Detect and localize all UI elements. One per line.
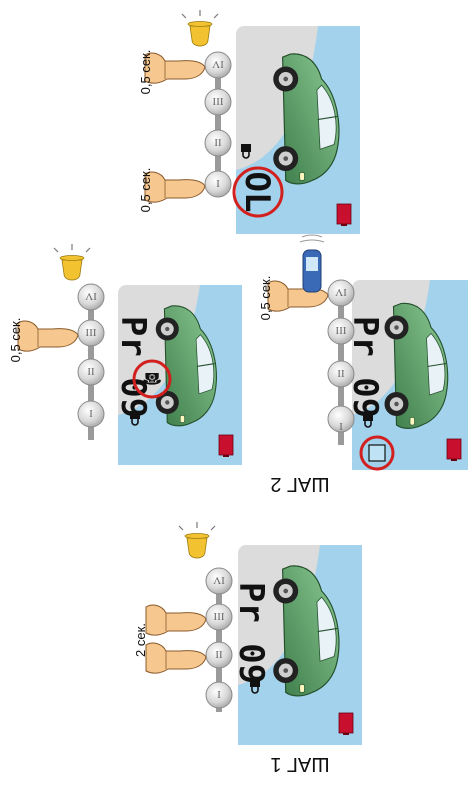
highlight-ring xyxy=(132,359,172,399)
bell-icon xyxy=(53,243,91,281)
bell-icon xyxy=(181,9,219,47)
panel-step2-bottom: Pr 09 IV III II I 0,5 сек. xyxy=(258,234,468,471)
svg-text:II: II xyxy=(214,136,222,148)
button-iv[interactable]: IV xyxy=(204,51,232,79)
button-iv[interactable]: IV xyxy=(77,283,105,311)
finger-icon xyxy=(145,604,207,636)
press-duration-label: 2 сек. xyxy=(133,623,148,657)
svg-text:III: III xyxy=(335,324,346,336)
svg-text:I: I xyxy=(339,420,343,432)
keyfob-display-icon xyxy=(368,444,386,462)
lcd-display: Pr 09 xyxy=(345,280,468,471)
battery-icon xyxy=(338,712,354,736)
svg-text:III: III xyxy=(213,610,224,622)
button-column: IV III II I xyxy=(205,567,233,712)
svg-text:III: III xyxy=(85,326,96,338)
press-duration-label: 0,5 сек. xyxy=(138,50,153,95)
button-i[interactable]: I xyxy=(327,405,355,433)
button-iii[interactable]: III xyxy=(205,603,233,631)
highlight-ring xyxy=(232,166,284,218)
svg-text:I: I xyxy=(217,688,221,700)
button-iii[interactable]: III xyxy=(327,317,355,345)
battery-icon xyxy=(218,434,234,458)
svg-text:II: II xyxy=(215,648,223,660)
press-duration-label: 0,5 сек. xyxy=(8,318,23,363)
button-iii[interactable]: III xyxy=(77,319,105,347)
button-i[interactable]: I xyxy=(205,681,233,709)
press-duration-label: 0,5 сек. xyxy=(138,168,153,213)
press-duration-label: 0,5 сек. xyxy=(258,276,273,321)
svg-text:III: III xyxy=(212,95,223,107)
step-1-title: ШАГ 1 xyxy=(270,753,329,775)
button-ii[interactable]: II xyxy=(205,641,233,669)
button-ii[interactable]: II xyxy=(327,360,355,388)
lcd-text: Pr 09 xyxy=(113,316,153,418)
panel-top-right: OL IV III II I 0,5 сек. 0,5 сек. xyxy=(138,9,360,234)
svg-text:II: II xyxy=(337,367,345,379)
svg-text:IV: IV xyxy=(212,58,224,70)
svg-text:IV: IV xyxy=(213,574,225,586)
button-ii[interactable]: II xyxy=(204,129,232,157)
button-column: IV III II I xyxy=(204,51,232,198)
button-column: IV III II I xyxy=(327,279,355,445)
svg-text:IV: IV xyxy=(85,290,97,302)
lcd-display: Pr 09 xyxy=(231,545,362,745)
button-ii[interactable]: II xyxy=(77,358,105,386)
svg-text:I: I xyxy=(216,177,220,189)
finger-icon xyxy=(17,320,79,352)
svg-text:IV: IV xyxy=(335,286,347,298)
button-i[interactable]: I xyxy=(204,170,232,198)
finger-icon xyxy=(145,642,207,674)
svg-text:I: I xyxy=(89,407,93,419)
svg-text:II: II xyxy=(87,365,95,377)
button-iii[interactable]: III xyxy=(204,88,232,116)
panel-step1: Pr 09 IV III II I 2 сек. xyxy=(133,521,362,745)
battery-icon xyxy=(336,203,352,227)
lcd-text: OL xyxy=(237,172,277,213)
remote-fob-icon xyxy=(299,234,325,293)
finger-icon xyxy=(144,52,206,84)
lcd-text: Pr 09 xyxy=(231,582,271,684)
button-i[interactable]: I xyxy=(77,400,105,428)
highlight-ring xyxy=(359,435,395,471)
lcd-display: OL xyxy=(232,26,360,234)
finger-icon xyxy=(144,171,206,203)
button-iv[interactable]: IV xyxy=(205,567,233,595)
bell-icon xyxy=(178,521,216,559)
battery-icon xyxy=(446,438,462,462)
button-iv[interactable]: IV xyxy=(327,279,355,307)
step-2-title: ШАГ 2 xyxy=(270,473,329,495)
phone-icon: ☎ xyxy=(142,369,162,388)
lcd-display: Pr 09 ☎ xyxy=(113,285,242,465)
button-column: IV III II I xyxy=(77,283,105,440)
panel-step2-top: Pr 09 ☎ IV III II I 0,5 сек. xyxy=(8,243,242,465)
